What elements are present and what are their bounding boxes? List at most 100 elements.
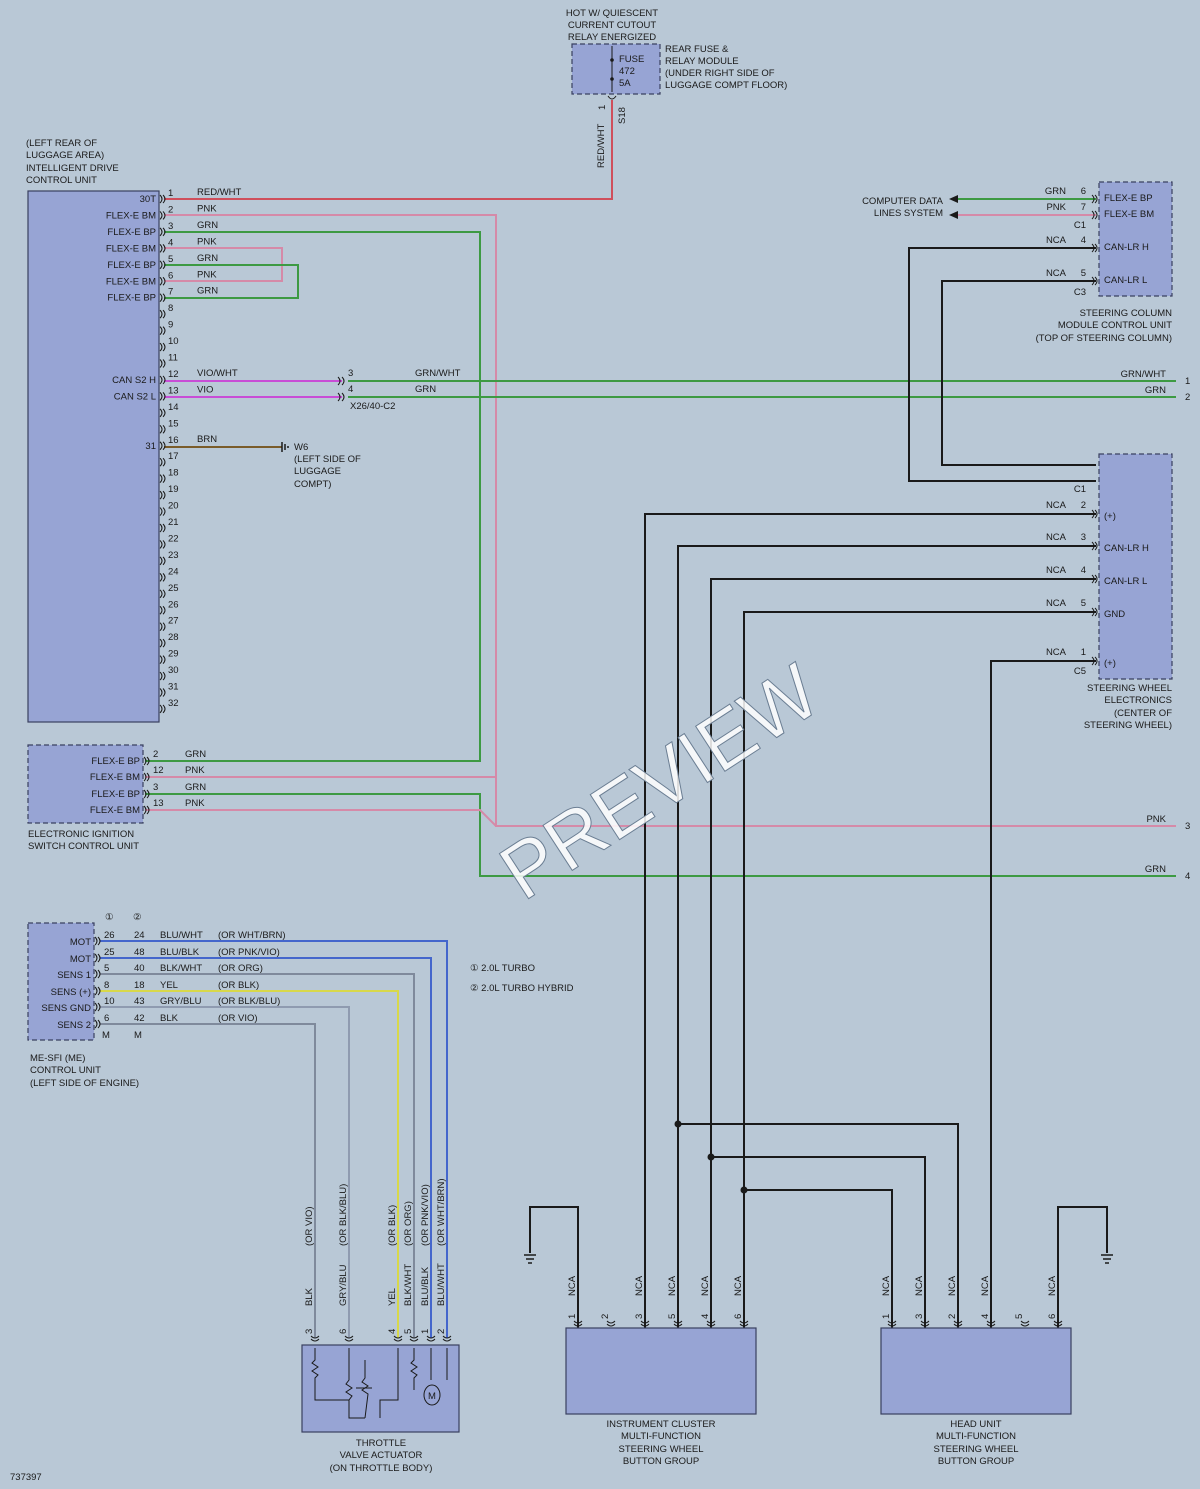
swe-pin-connector — [1091, 509, 1098, 519]
idcu-label-4: CONTROL UNIT — [26, 175, 97, 186]
idcu-pin-connector — [159, 424, 166, 434]
output-wire-label: GRN — [1145, 385, 1166, 396]
cluster-label-2: MULTI-FUNCTION — [621, 1431, 701, 1442]
cdl-label-2: LINES SYSTEM — [874, 208, 943, 219]
hu-pin-connector — [1053, 1320, 1063, 1327]
scm-pin-number: 6 — [1081, 186, 1086, 197]
eis-pin-label: FLEX-E BM — [90, 772, 140, 783]
idcu-pin-number: 25 — [168, 583, 179, 594]
motor-label: M — [428, 1391, 436, 1402]
idcu-pin-number: 27 — [168, 616, 179, 627]
idcu-pin-number: 24 — [168, 566, 179, 577]
ecm-pin-number-2: 18 — [134, 980, 145, 991]
idcu-pin-connector — [159, 441, 166, 451]
wire-red-wht — [164, 100, 613, 200]
ecm-pin-number-1: 26 — [104, 930, 115, 941]
idcu-pin-number: 5 — [168, 254, 173, 265]
hu-pin-number: 4 — [980, 1314, 991, 1319]
idcu-pin-connector — [159, 688, 166, 697]
wire-hu-ground — [1057, 1206, 1108, 1328]
idcu-wire-color: GRN — [197, 253, 218, 264]
throttle-pin-connector — [409, 1335, 419, 1342]
rear-fuse-label-2: RELAY MODULE — [665, 56, 739, 67]
splice-pin-4: 4 — [348, 384, 353, 395]
swe-pin-number: 2 — [1081, 500, 1086, 511]
ecm-alt-wire-label: (OR BLK) — [218, 980, 259, 991]
ecm-pin-label: SENS 1 — [57, 970, 91, 981]
scm-conn: C1 — [1074, 220, 1086, 231]
fuse-label-3: 5A — [619, 78, 631, 89]
scm-pin-number: 7 — [1081, 202, 1086, 213]
swe-pin-number: 4 — [1081, 565, 1086, 576]
scm-pin-label: CAN-LR L — [1104, 275, 1147, 286]
idcu-wire-color: PNK — [197, 236, 217, 247]
wire-can-lr-h — [908, 247, 1096, 482]
swe-wire-label: NCA — [1046, 565, 1067, 576]
idcu-pin-connector — [159, 589, 166, 599]
idcu-pin-number: 17 — [168, 451, 179, 462]
wire-blk-wht — [100, 973, 415, 1338]
ecm-pin-label: MOT — [70, 954, 91, 965]
ground-symbols — [524, 1254, 1113, 1264]
idcu-label-1: (LEFT REAR OF — [26, 138, 97, 149]
idcu-pin-number: 21 — [168, 517, 179, 528]
idcu-pin-number: 4 — [168, 237, 173, 248]
throttle-label-3: (ON THROTTLE BODY) — [330, 1463, 433, 1474]
splice-dot-2 — [707, 1153, 715, 1161]
diagram-id: 737397 — [10, 1472, 42, 1483]
hu-pin-number: 1 — [881, 1314, 892, 1319]
ecm-pin-connector — [94, 986, 101, 996]
output-wire-label: PNK — [1146, 814, 1166, 825]
hu-pin-connector — [887, 1320, 897, 1327]
wire-pnk-pin2 — [164, 214, 1176, 827]
ecm-alt-wire-label: (OR PNK/VIO) — [218, 947, 280, 958]
scm-pin-connector — [1091, 276, 1098, 286]
hot-label-2: CURRENT CUTOUT — [568, 20, 657, 31]
ecm-wire-label: BLU/WHT — [160, 930, 203, 941]
idcu-pin-label: FLEX-E BM — [106, 243, 156, 254]
throttle-label-1: THROTTLE — [356, 1438, 406, 1449]
idcu-wire-color: GRN — [197, 286, 218, 297]
idcu-pin-connector — [159, 556, 166, 566]
idcu-pin-connector — [159, 293, 166, 303]
throttle-pin-connector — [344, 1335, 354, 1342]
idcu-pin-number: 30 — [168, 665, 179, 676]
idcu-box — [27, 190, 160, 723]
swe-pin-number: 5 — [1081, 598, 1086, 609]
splice-wire-2: GRN — [415, 384, 436, 395]
hu-wire-label: NCA — [881, 1275, 892, 1296]
swe-pin-label: (+) — [1104, 511, 1116, 522]
ecm-pin-connector — [94, 953, 101, 963]
throttle-wire-label: GRY/BLU — [338, 1264, 349, 1306]
wire-eis-grn-3 — [145, 793, 1176, 877]
rear-fuse-module-box — [571, 43, 661, 95]
idcu-pin-connector — [159, 507, 166, 516]
eis-pin-connector — [143, 772, 150, 782]
swe-pin-label: (+) — [1104, 658, 1116, 669]
splice-pin-3: 3 — [348, 368, 353, 379]
throttle-pin-connector — [393, 1335, 403, 1342]
swe-conn: C5 — [1074, 666, 1086, 677]
idcu-wire-color: VIO/WHT — [197, 368, 238, 379]
ecm-pin-number-1: 25 — [104, 947, 115, 958]
ecm-pin-label: SENS GND — [41, 1003, 91, 1014]
throttle-wire-label: BLK/WHT — [403, 1264, 414, 1306]
scm-conn: C3 — [1074, 287, 1086, 298]
idcu-pin-connector — [159, 605, 166, 615]
ecm-box — [27, 922, 95, 1041]
idcu-pin-number: 9 — [168, 320, 173, 331]
swe-pin-number: 1 — [1081, 647, 1086, 658]
wire-gry-blu — [100, 1006, 350, 1338]
idcu-pin-number: 31 — [168, 682, 179, 693]
cluster-pin-connector — [706, 1320, 716, 1327]
idcu-pin-connector — [159, 342, 166, 352]
throttle-alt-wire-label: (OR WHT/BRN) — [436, 1178, 447, 1246]
fuse-group: HOT W/ QUIESCENT CURRENT CUTOUT RELAY EN… — [566, 8, 787, 168]
throttle-internals — [311, 1348, 448, 1419]
splice-connector-symbol — [337, 376, 345, 402]
